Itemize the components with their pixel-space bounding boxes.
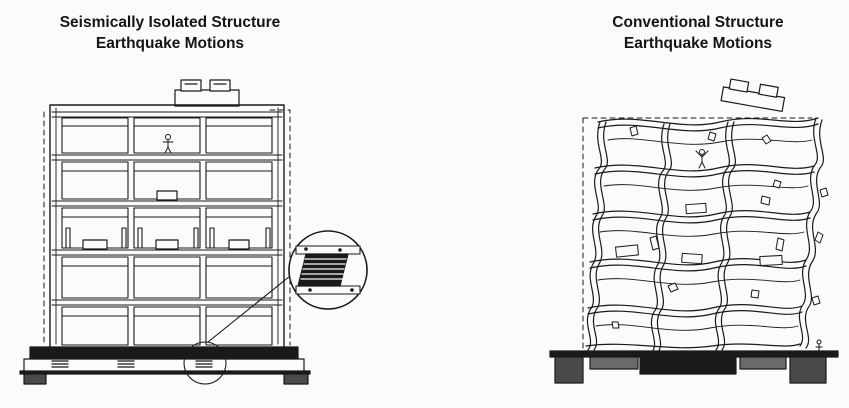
isolated-building xyxy=(19,79,368,385)
building-frame xyxy=(49,104,285,349)
roof-unit xyxy=(174,79,240,107)
falling-debris xyxy=(611,125,829,329)
person-figure xyxy=(162,134,174,154)
isolation-base xyxy=(19,346,311,385)
floor-slabs xyxy=(51,111,283,306)
isolated-structure-title: Seismically Isolated Structure Earthquak… xyxy=(10,12,330,54)
roof-unit-displaced xyxy=(720,78,786,113)
fixed-foundation xyxy=(549,350,839,384)
isolated-title-line1: Seismically Isolated Structure xyxy=(59,14,281,31)
conventional-title-line2: Earthquake Motions xyxy=(623,35,773,52)
furniture xyxy=(82,190,250,250)
isolated-title-line2: Earthquake Motions xyxy=(95,35,245,52)
conventional-title-line1: Conventional Structure xyxy=(612,14,784,31)
person-figure-alarmed xyxy=(695,149,709,169)
conventional-building xyxy=(549,78,839,384)
building-bays xyxy=(61,117,273,346)
bearing-callout-circle xyxy=(183,341,227,385)
deformed-ceilings xyxy=(595,138,813,331)
furniture-displaced xyxy=(615,202,783,267)
person-figure-ground xyxy=(815,339,823,353)
deformed-floor-slabs xyxy=(585,117,819,349)
callout-leader xyxy=(207,267,301,343)
isolator-bearing-detail xyxy=(288,230,368,310)
conventional-structure-title: Conventional Structure Earthquake Motion… xyxy=(548,12,848,54)
